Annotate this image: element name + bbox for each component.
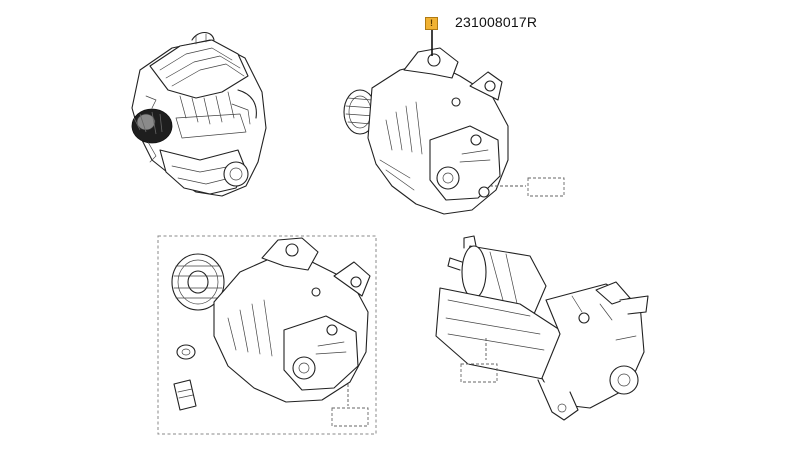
alternator-main[interactable] xyxy=(343,47,509,215)
part-number-label[interactable]: 231008017R xyxy=(455,14,538,30)
reference-box-main[interactable] xyxy=(527,177,565,197)
alternator-kit[interactable] xyxy=(171,237,371,411)
engine-assembly[interactable] xyxy=(131,31,267,197)
callout-marker-icon[interactable]: ! xyxy=(425,17,438,30)
starter-motor[interactable] xyxy=(435,235,649,421)
reference-box-starter[interactable] xyxy=(460,363,498,383)
reference-box-kit[interactable] xyxy=(331,407,369,427)
alternator-kit-frame xyxy=(157,235,377,435)
